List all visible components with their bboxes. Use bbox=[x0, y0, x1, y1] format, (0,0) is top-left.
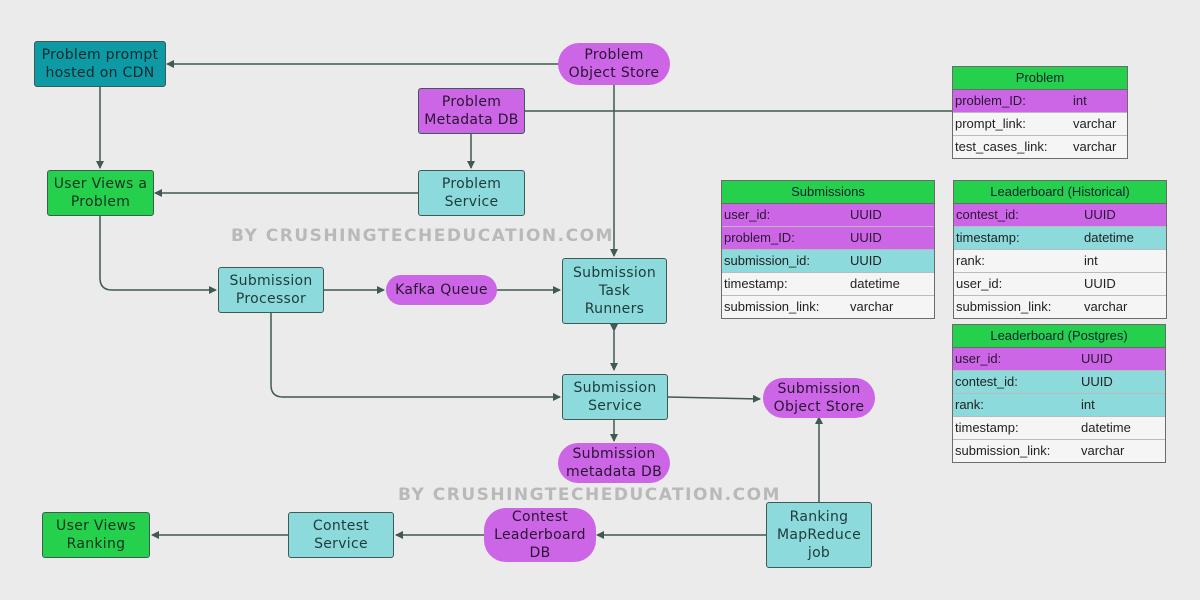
submission-service-node[interactable]: Submission Service bbox=[562, 374, 668, 420]
field-type: datetime bbox=[850, 276, 900, 291]
field-name: rank: bbox=[955, 397, 984, 412]
table-title: Leaderboard (Historical) bbox=[954, 181, 1166, 204]
contest-service-label: Contest Service bbox=[312, 518, 370, 552]
table-row: submission_id: UUID bbox=[722, 250, 934, 273]
table-row: rank: int bbox=[953, 394, 1165, 417]
table-row: problem_ID: UUID bbox=[722, 227, 934, 250]
contest-service-node[interactable]: Contest Service bbox=[288, 512, 394, 558]
table-title: Submissions bbox=[722, 181, 934, 204]
field-name: submission_link: bbox=[724, 299, 820, 314]
submission-processor-node[interactable]: Submission Processor bbox=[218, 267, 324, 313]
table-row: contest_id: UUID bbox=[953, 371, 1165, 394]
problem-object-store-node[interactable]: Problem Object Store bbox=[558, 43, 670, 85]
field-type: varchar bbox=[1081, 443, 1125, 458]
leaderboard-historical-table: Leaderboard (Historical) contest_id: UUID t… bbox=[953, 180, 1167, 319]
field-type: varchar bbox=[1073, 116, 1117, 131]
contest-leaderboard-db-node[interactable]: Contest Leaderboard DB bbox=[484, 508, 596, 562]
problem-object-store-label: Problem Object Store bbox=[568, 47, 660, 81]
submission-object-store-node[interactable]: Submission Object Store bbox=[763, 378, 875, 418]
submission-metadata-db-node[interactable]: Submission metadata DB bbox=[558, 443, 670, 483]
field-name: timestamp: bbox=[956, 230, 1020, 245]
field-type: varchar bbox=[1084, 299, 1128, 314]
table-row: timestamp: datetime bbox=[953, 417, 1165, 440]
edge-userviews-to-processor bbox=[99, 216, 217, 294]
ranking-mapreduce-job-node[interactable]: Ranking MapReduce job bbox=[766, 502, 872, 568]
table-row: submission_link: varchar bbox=[954, 296, 1166, 318]
field-name: timestamp: bbox=[955, 420, 1019, 435]
table-row: user_id: UUID bbox=[953, 348, 1165, 371]
submission-processor-label: Submission Processor bbox=[229, 273, 313, 307]
field-type: UUID bbox=[1081, 374, 1113, 389]
field-type: UUID bbox=[1084, 276, 1116, 291]
edge-submissionservice-to-objectstore bbox=[667, 394, 761, 403]
submission-object-store-label: Submission Object Store bbox=[773, 381, 865, 415]
edge-processor-to-submissionservice bbox=[270, 312, 561, 401]
user-views-ranking-label: User Views Ranking bbox=[56, 518, 136, 552]
field-type: varchar bbox=[850, 299, 894, 314]
field-name: contest_id: bbox=[956, 207, 1019, 222]
field-name: rank: bbox=[956, 253, 985, 268]
table-row: prompt_link: varchar bbox=[953, 113, 1127, 136]
problem-service-label: Problem Service bbox=[441, 176, 502, 210]
submission-metadata-db-label: Submission metadata DB bbox=[566, 446, 662, 480]
submission-service-label: Submission Service bbox=[573, 380, 657, 414]
field-type: UUID bbox=[1084, 207, 1116, 222]
field-name: prompt_link: bbox=[955, 116, 1026, 131]
contest-leaderboard-db-label: Contest Leaderboard DB bbox=[494, 509, 586, 561]
field-type: int bbox=[1084, 253, 1098, 268]
table-title: Problem bbox=[953, 67, 1127, 90]
field-name: submission_id: bbox=[724, 253, 810, 268]
kafka-queue-label: Kafka Queue bbox=[395, 282, 488, 298]
watermark-bottom: BY CRUSHINGTECHEDUCATION.COM bbox=[398, 485, 781, 505]
field-name: submission_link: bbox=[955, 443, 1051, 458]
field-name: submission_link: bbox=[956, 299, 1052, 314]
kafka-queue-node[interactable]: Kafka Queue bbox=[386, 275, 497, 305]
table-row: timestamp: datetime bbox=[722, 273, 934, 296]
field-name: problem_ID: bbox=[724, 230, 795, 245]
user-views-ranking-node[interactable]: User Views Ranking bbox=[42, 512, 150, 558]
field-name: user_id: bbox=[955, 351, 1002, 366]
table-row: timestamp: datetime bbox=[954, 227, 1166, 250]
problem-service-node[interactable]: Problem Service bbox=[418, 170, 525, 216]
submission-task-runners-node[interactable]: Submission Task Runners bbox=[562, 258, 667, 324]
field-type: UUID bbox=[850, 253, 882, 268]
table-title: Leaderboard (Postgres) bbox=[953, 325, 1165, 348]
user-views-problem-label: User Views a Problem bbox=[53, 176, 148, 210]
field-type: UUID bbox=[1081, 351, 1113, 366]
problem-metadata-db-node[interactable]: Problem Metadata DB bbox=[418, 88, 525, 134]
field-type: UUID bbox=[850, 230, 882, 245]
problem-prompt-cdn-label: Problem prompt hosted on CDN bbox=[41, 47, 159, 81]
field-type: UUID bbox=[850, 207, 882, 222]
watermark-top: BY CRUSHINGTECHEDUCATION.COM bbox=[231, 226, 614, 246]
field-name: contest_id: bbox=[955, 374, 1018, 389]
table-row: rank: int bbox=[954, 250, 1166, 273]
ranking-mapreduce-job-label: Ranking MapReduce job bbox=[776, 509, 862, 561]
field-type: int bbox=[1081, 397, 1095, 412]
user-views-problem-node[interactable]: User Views a Problem bbox=[47, 170, 154, 216]
field-name: timestamp: bbox=[724, 276, 788, 291]
submission-task-runners-label: Submission Task Runners bbox=[572, 265, 657, 317]
field-name: user_id: bbox=[956, 276, 1003, 291]
field-name: user_id: bbox=[724, 207, 771, 222]
table-row: submission_link: varchar bbox=[722, 296, 934, 318]
table-row: submission_link: varchar bbox=[953, 440, 1165, 462]
field-type: int bbox=[1073, 93, 1087, 108]
table-row: user_id: UUID bbox=[722, 204, 934, 227]
field-type: varchar bbox=[1073, 139, 1117, 154]
field-name: test_cases_link: bbox=[955, 139, 1048, 154]
field-name: problem_ID: bbox=[955, 93, 1026, 108]
table-row: test_cases_link: varchar bbox=[953, 136, 1127, 158]
field-type: datetime bbox=[1084, 230, 1134, 245]
problem-prompt-cdn-node[interactable]: Problem prompt hosted on CDN bbox=[34, 41, 166, 87]
table-row: contest_id: UUID bbox=[954, 204, 1166, 227]
field-type: datetime bbox=[1081, 420, 1131, 435]
problem-metadata-db-label: Problem Metadata DB bbox=[424, 94, 519, 128]
table-row: user_id: UUID bbox=[954, 273, 1166, 296]
table-row: problem_ID: int bbox=[953, 90, 1127, 113]
